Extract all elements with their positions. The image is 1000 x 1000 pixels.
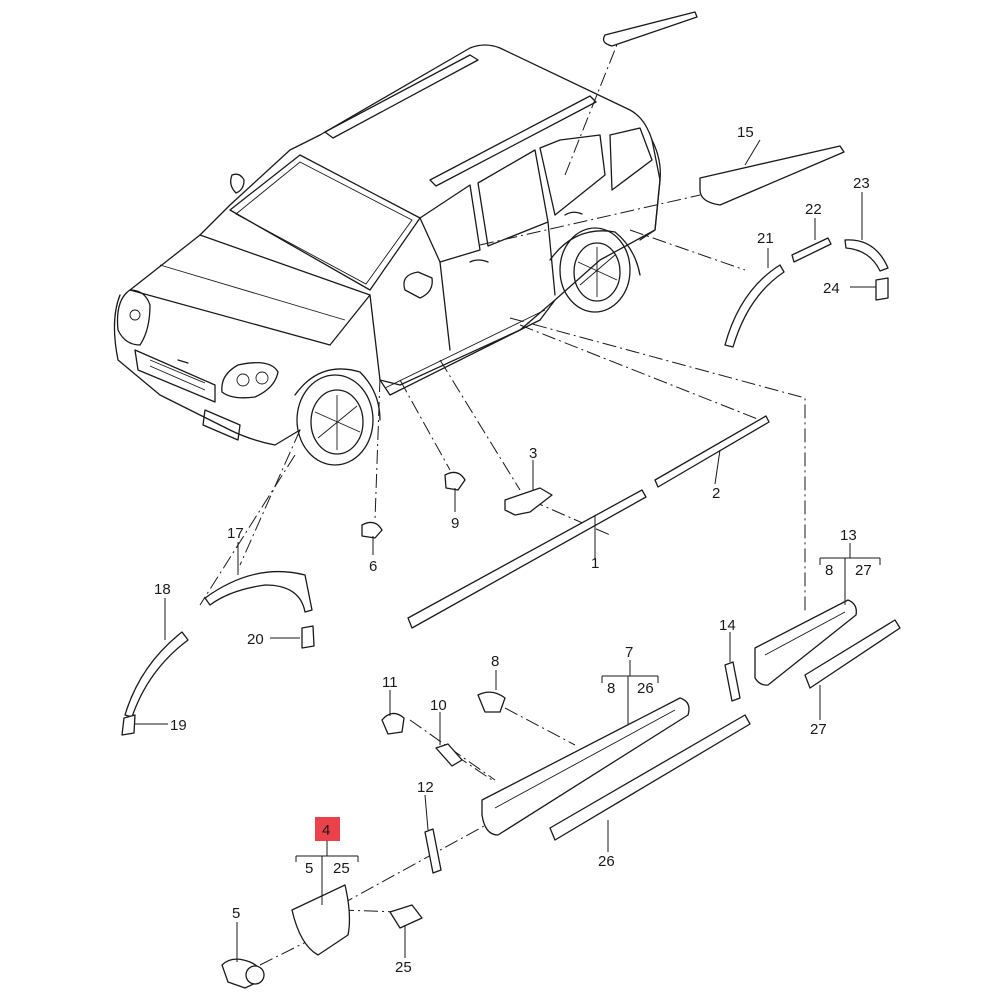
part-11-nut	[381, 712, 405, 735]
part-2-door-trim	[654, 415, 770, 488]
callout-23[interactable]: 23	[853, 175, 870, 192]
callout-2[interactable]: 2	[712, 485, 720, 502]
callout-13-sub-27[interactable]: 27	[855, 562, 872, 579]
callout-19[interactable]: 19	[170, 717, 187, 734]
part-4-trim-panel	[291, 884, 351, 956]
callout-8[interactable]: 8	[491, 653, 499, 670]
callout-6[interactable]: 6	[369, 558, 377, 575]
callout-leaders	[135, 139, 881, 962]
callout-27[interactable]: 27	[810, 721, 827, 738]
callout-14[interactable]: 14	[719, 617, 736, 634]
part-10-screw	[435, 743, 463, 767]
callout-1[interactable]: 1	[591, 555, 599, 572]
callout-22[interactable]: 22	[805, 201, 822, 218]
callout-26[interactable]: 26	[598, 853, 615, 870]
callout-4-sub-5[interactable]: 5	[305, 860, 313, 877]
callout-4-sub-25[interactable]: 25	[333, 860, 350, 877]
part-21-arch-trim	[724, 264, 785, 348]
part-15-rear-trim	[699, 145, 845, 206]
callout-20[interactable]: 20	[247, 631, 264, 648]
part-12-insert	[424, 828, 442, 874]
callout-13[interactable]: 13	[840, 527, 857, 544]
part-18-arch-trim	[124, 631, 189, 718]
callout-9[interactable]: 9	[451, 515, 459, 532]
callout-24[interactable]: 24	[823, 280, 840, 297]
callout-12[interactable]: 12	[417, 779, 434, 796]
callout-4[interactable]: 4	[322, 822, 330, 839]
callout-21[interactable]: 21	[757, 230, 774, 247]
callout-25[interactable]: 25	[395, 959, 412, 976]
part-13-rear-door-molding	[754, 599, 857, 686]
part-8-clip	[477, 691, 506, 713]
parts	[121, 11, 901, 989]
vehicle-illustration	[113, 44, 661, 466]
part-6-fastener	[361, 521, 383, 539]
part-3-clip	[504, 487, 553, 516]
part-24-clip	[875, 277, 889, 301]
part-19-clip	[121, 714, 136, 736]
highlight-box	[315, 817, 340, 841]
callout-10[interactable]: 10	[430, 697, 447, 714]
callout-11[interactable]: 11	[382, 674, 398, 691]
callout-7[interactable]: 7	[625, 644, 633, 661]
part-9-fastener	[444, 471, 466, 491]
part-7-front-door-molding	[481, 697, 690, 836]
part-14-insert	[724, 661, 741, 702]
callout-5[interactable]: 5	[232, 905, 240, 922]
callout-18[interactable]: 18	[154, 581, 171, 598]
part-20-clip	[301, 625, 315, 649]
part-22-arch-trim	[791, 237, 832, 263]
callout-labels[interactable]: 15 21 22 23 24 2 3 9 6 1 17 18 20 19 13 …	[154, 124, 872, 976]
part-23-arch-trim	[844, 239, 889, 272]
top-trim-strip	[602, 11, 698, 47]
callout-7-sub-26[interactable]: 26	[637, 680, 654, 697]
part-1-door-trim	[407, 489, 647, 629]
part-27-strip	[804, 619, 901, 689]
callout-3[interactable]: 3	[529, 445, 537, 462]
callout-17[interactable]: 17	[227, 525, 244, 542]
callout-7-sub-8[interactable]: 8	[607, 680, 615, 697]
callout-15[interactable]: 15	[737, 124, 754, 141]
part-17-arch-trim	[204, 570, 313, 613]
part-25-cap	[389, 904, 423, 929]
part-26-strip	[549, 714, 751, 841]
callout-13-sub-8[interactable]: 8	[825, 562, 833, 579]
